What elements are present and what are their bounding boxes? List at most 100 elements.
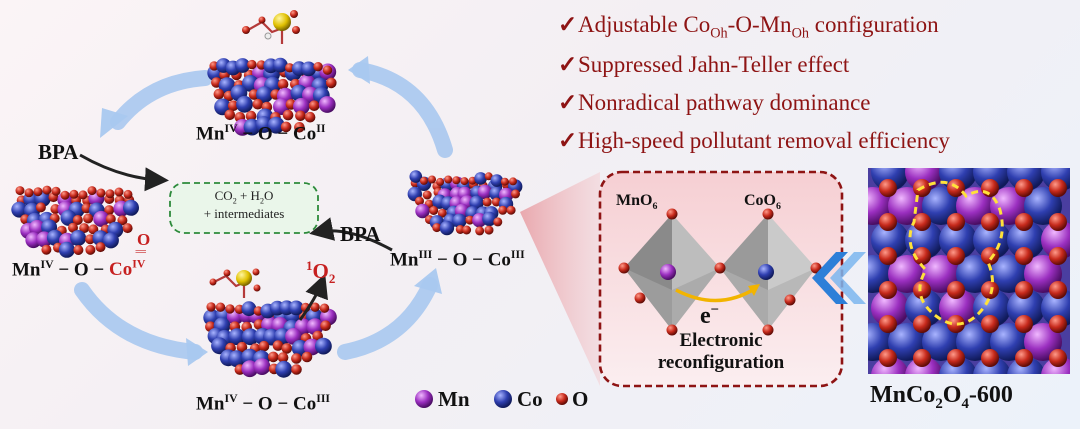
o-atom — [326, 77, 337, 89]
electron-transfer-arrow — [675, 286, 757, 303]
highlight-4: ✓High-speed pollutant removal efficiency — [558, 128, 950, 153]
co-atom — [439, 220, 455, 236]
o-atom — [114, 187, 124, 197]
highlight-1: ✓Adjustable CoOh-O-MnOh configuration — [558, 12, 939, 42]
co-atom — [236, 95, 253, 113]
o-atom — [277, 352, 289, 363]
o-atom — [947, 315, 965, 333]
co-atom — [267, 116, 285, 134]
o-atom — [308, 100, 320, 111]
o-atom — [105, 214, 116, 224]
o-atom — [484, 172, 493, 181]
co-atom — [275, 360, 293, 378]
cycle-arrowheads — [100, 56, 442, 366]
o-atom — [247, 59, 257, 70]
mn-atom — [318, 96, 336, 113]
mno6-label: MnO6 — [616, 192, 658, 213]
co-atom — [256, 86, 273, 103]
o-atom — [1015, 315, 1033, 333]
o-atom — [879, 213, 897, 231]
bpa-label-left: BPA — [38, 140, 79, 164]
o-atom — [879, 315, 897, 333]
o-atom — [506, 205, 516, 215]
mn-atom — [871, 289, 909, 327]
o-atom — [444, 175, 453, 184]
co-atom — [102, 232, 119, 249]
o-atom — [281, 343, 293, 354]
o-atom — [291, 353, 302, 364]
co-atom — [905, 221, 943, 259]
state-label-right: MnIII − O − CoIII — [390, 248, 525, 271]
o-atom — [69, 189, 79, 199]
o-atom — [981, 247, 999, 265]
o-atom — [24, 188, 34, 198]
highlight-outline — [908, 180, 1004, 326]
o-atom — [123, 189, 133, 199]
o-atom — [313, 62, 323, 72]
co-atom — [1007, 289, 1045, 327]
o-atom — [272, 340, 284, 351]
o-atom — [879, 247, 897, 265]
o-atom — [415, 196, 424, 206]
co-atom — [211, 337, 228, 355]
o-atom — [498, 205, 508, 215]
co-atom — [973, 221, 1011, 259]
o-atom — [981, 315, 999, 333]
o-atom — [947, 213, 965, 231]
o-atom — [213, 88, 225, 100]
co-atom — [11, 201, 28, 218]
co-atom — [301, 61, 316, 77]
bpa-right-arrow — [309, 217, 393, 252]
mn-atom — [939, 289, 977, 327]
o-atom — [475, 226, 485, 236]
o-atom — [913, 349, 931, 367]
highlight-3: ✓Nonradical pathway dominance — [558, 90, 871, 115]
o-atom — [452, 176, 461, 185]
co-atom — [123, 199, 139, 216]
o-atom — [493, 217, 503, 227]
o-atom — [484, 225, 494, 235]
arrow-right-to-top — [352, 62, 453, 158]
mn-atom — [253, 358, 271, 375]
mn-atom — [306, 318, 324, 336]
o-atom — [1015, 179, 1033, 197]
o-atom — [462, 225, 472, 235]
o-atom — [225, 304, 235, 314]
bpa-label-right: BPA — [340, 222, 381, 246]
co-atom — [255, 116, 273, 133]
o-atom — [981, 213, 999, 231]
o-atom — [85, 234, 96, 245]
o-atom — [83, 213, 94, 224]
o-atom — [981, 349, 999, 367]
o-atom — [500, 177, 509, 186]
co-center — [758, 264, 774, 280]
co-atom — [409, 170, 423, 183]
o-atom — [1049, 179, 1067, 197]
singlet-oxygen-label: 1O2 — [306, 258, 336, 287]
o-atom — [428, 175, 436, 184]
o-atom — [981, 179, 999, 197]
zoom-panel — [598, 170, 844, 388]
o-atom — [294, 122, 305, 133]
o-atom — [422, 190, 432, 200]
o-atom — [295, 110, 306, 122]
o-atom — [491, 197, 501, 207]
o-atom — [1049, 281, 1067, 299]
co-atom — [452, 213, 467, 228]
arrow-bottom-to-right — [337, 277, 438, 360]
co-atom — [939, 221, 977, 259]
o-atom — [79, 223, 90, 234]
o-atom — [245, 110, 257, 122]
oxo-oxygen: O — [137, 230, 151, 249]
o-atom — [224, 109, 236, 121]
o-atom — [1015, 349, 1033, 367]
coo6-label: CoO6 — [744, 192, 781, 213]
o-atom — [419, 176, 428, 185]
co-atom — [241, 328, 259, 346]
o-atom — [1015, 281, 1033, 299]
particle-bottom — [203, 300, 337, 378]
legend-co-label: Co — [517, 387, 543, 411]
co-atom — [272, 57, 288, 73]
